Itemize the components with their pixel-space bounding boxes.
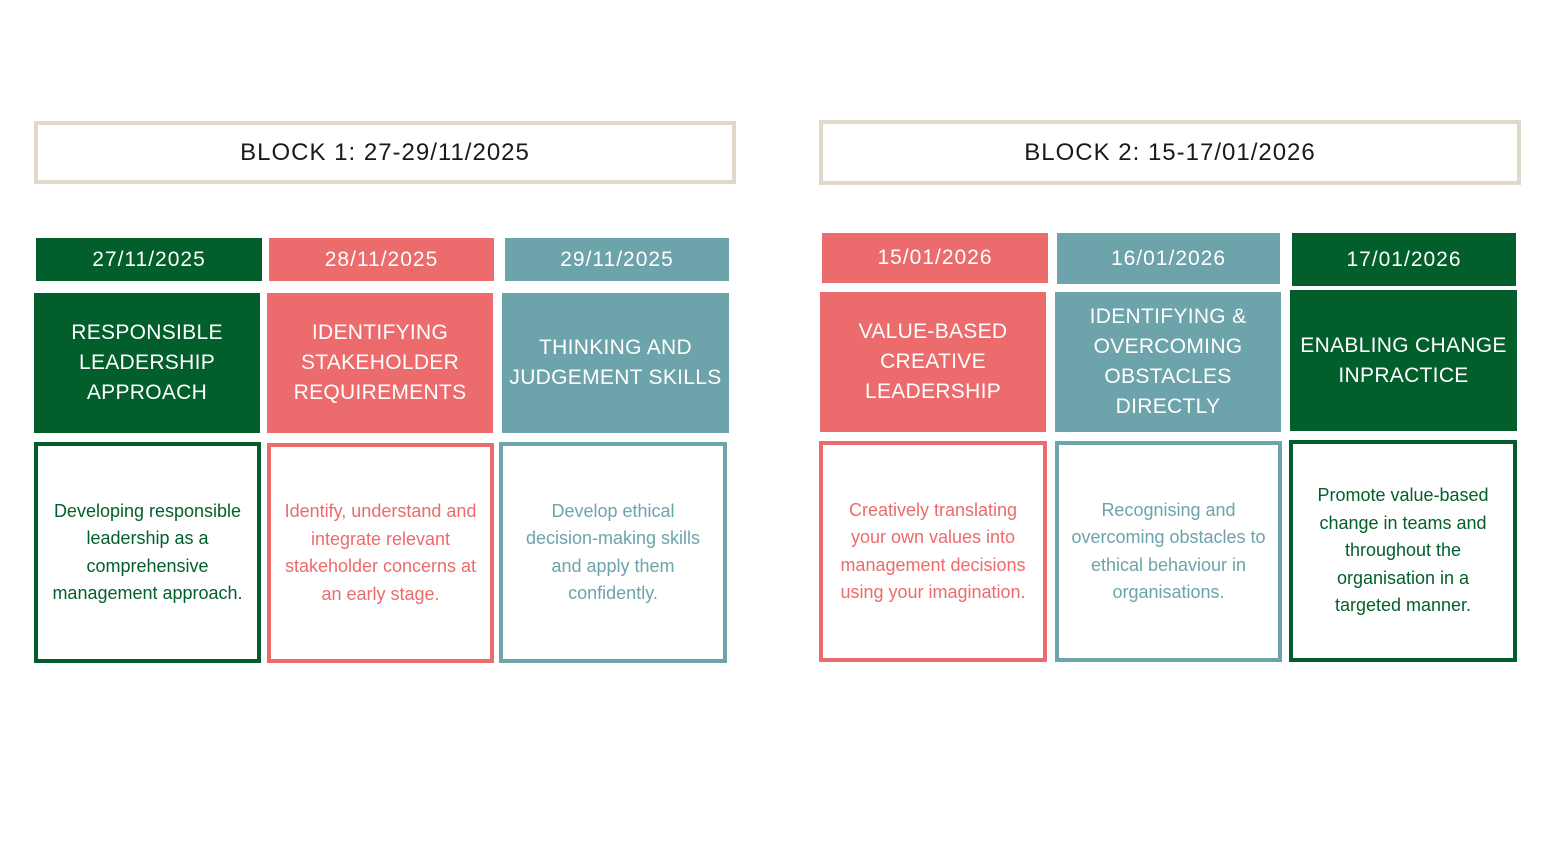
day-title: IDENTIFYING & OVERCOMING OBSTACLES DIREC… <box>1055 292 1281 432</box>
day-title: ENABLING CHANGE INPRACTICE <box>1290 290 1517 431</box>
day-title: VALUE-BASED CREATIVE LEADERSHIP <box>820 292 1046 432</box>
block-1-header: BLOCK 1: 27-29/11/2025 <box>34 121 736 184</box>
day-date: 28/11/2025 <box>269 238 494 281</box>
day-date: 16/01/2026 <box>1057 233 1280 284</box>
day-title: IDENTIFYING STAKEHOLDER REQUIREMENTS <box>267 293 493 433</box>
block-2-header: BLOCK 2: 15-17/01/2026 <box>819 120 1521 185</box>
day-description: Recognising and overcoming obstacles to … <box>1055 441 1282 662</box>
day-description: Developing responsible leadership as a c… <box>34 442 261 663</box>
day-date: 15/01/2026 <box>822 233 1048 283</box>
day-description: Promote value-based change in teams and … <box>1289 440 1517 662</box>
day-title: THINKING AND JUDGEMENT SKILLS <box>502 293 729 433</box>
day-description: Identify, understand and integrate relev… <box>267 443 494 663</box>
day-description: Develop ethical decision-making skills a… <box>499 442 727 663</box>
day-date: 27/11/2025 <box>36 238 262 281</box>
day-title: RESPONSIBLE LEADERSHIP APPROACH <box>34 293 260 433</box>
day-description: Creatively translating your own values i… <box>819 441 1047 662</box>
day-date: 17/01/2026 <box>1292 233 1516 286</box>
day-date: 29/11/2025 <box>505 238 729 281</box>
